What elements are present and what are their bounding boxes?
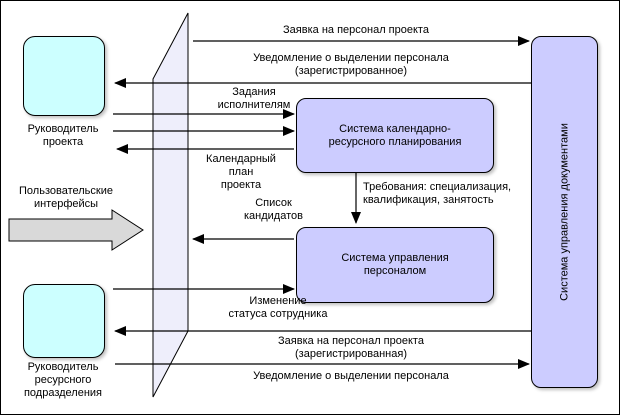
label-line: ресурсного <box>34 374 92 386</box>
label-line: Руководитель <box>27 361 99 373</box>
label-line: (зарегистрированная) <box>295 348 407 360</box>
label-line: исполнителям <box>217 99 291 111</box>
project-manager-label: Руководитель проекта <box>9 123 117 149</box>
label-line: (зарегистрированное) <box>294 65 408 77</box>
flow-label-notification-registered: Уведомление о выделении персонала (зарег… <box>226 52 476 78</box>
label-line: Заявка на персонал проекта <box>283 24 429 36</box>
flow-label-requirements: Требования: специализация, квалификация,… <box>363 181 538 207</box>
flow-label-candidates: Список кандидатов <box>231 197 316 223</box>
label-line: кандидатов <box>244 210 303 222</box>
label-line: Список <box>255 197 292 209</box>
user-interfaces-block-arrow-icon <box>8 209 144 251</box>
label-line: квалификация, занятость <box>363 194 494 206</box>
label-line: Пользовательские <box>19 185 113 197</box>
resource-manager-ui-box <box>23 284 105 358</box>
label-line: Уведомление о выделении персонала <box>253 52 449 64</box>
label-line: Календарный <box>206 153 276 165</box>
document-system-label: Система управления документами <box>558 123 570 301</box>
label-line: Руководитель <box>27 123 99 135</box>
label-line: Заявка на персонал проекта <box>278 335 424 347</box>
label-line: статуса сотрудника <box>228 308 328 320</box>
label-line: Изменение <box>249 295 307 307</box>
label-line: Задания <box>232 86 276 98</box>
hr-system-box: Система управления персоналом <box>296 227 494 303</box>
flow-label-request-registered: Заявка на персонал проекта (зарегистриро… <box>226 335 476 361</box>
label-line: проекта <box>42 136 84 148</box>
flow-label-tasks: Задания исполнителям <box>206 86 302 112</box>
flow-label-status-change: Изменение статуса сотрудника <box>219 295 337 321</box>
hr-system-label: Система управления персоналом <box>341 252 449 277</box>
label-line: подразделения <box>23 387 103 399</box>
label-line: Уведомление о выделении персонала <box>253 370 449 382</box>
planning-system-label: Система календарно-ресурсного планирован… <box>328 122 462 148</box>
label-line: интерфейсы <box>33 198 99 210</box>
label-line: проекта <box>220 179 262 191</box>
flow-label-request-top: Заявка на персонал проекта <box>231 24 481 37</box>
flow-label-calendar-plan: Календарный план проекта <box>201 153 281 192</box>
document-system-box: Система управления документами <box>531 36 598 388</box>
project-manager-ui-box <box>23 36 105 116</box>
flow-label-notification: Уведомление о выделении персонала <box>226 370 476 383</box>
user-interfaces-label: Пользовательские интерфейсы <box>1 185 131 211</box>
planning-system-box: Система календарно-ресурсного планирован… <box>296 98 494 173</box>
label-line: Требования: специализация, <box>363 181 512 193</box>
label-line: план <box>228 166 254 178</box>
resource-manager-label: Руководитель ресурсного подразделения <box>6 361 120 400</box>
interface-plane <box>152 12 189 398</box>
